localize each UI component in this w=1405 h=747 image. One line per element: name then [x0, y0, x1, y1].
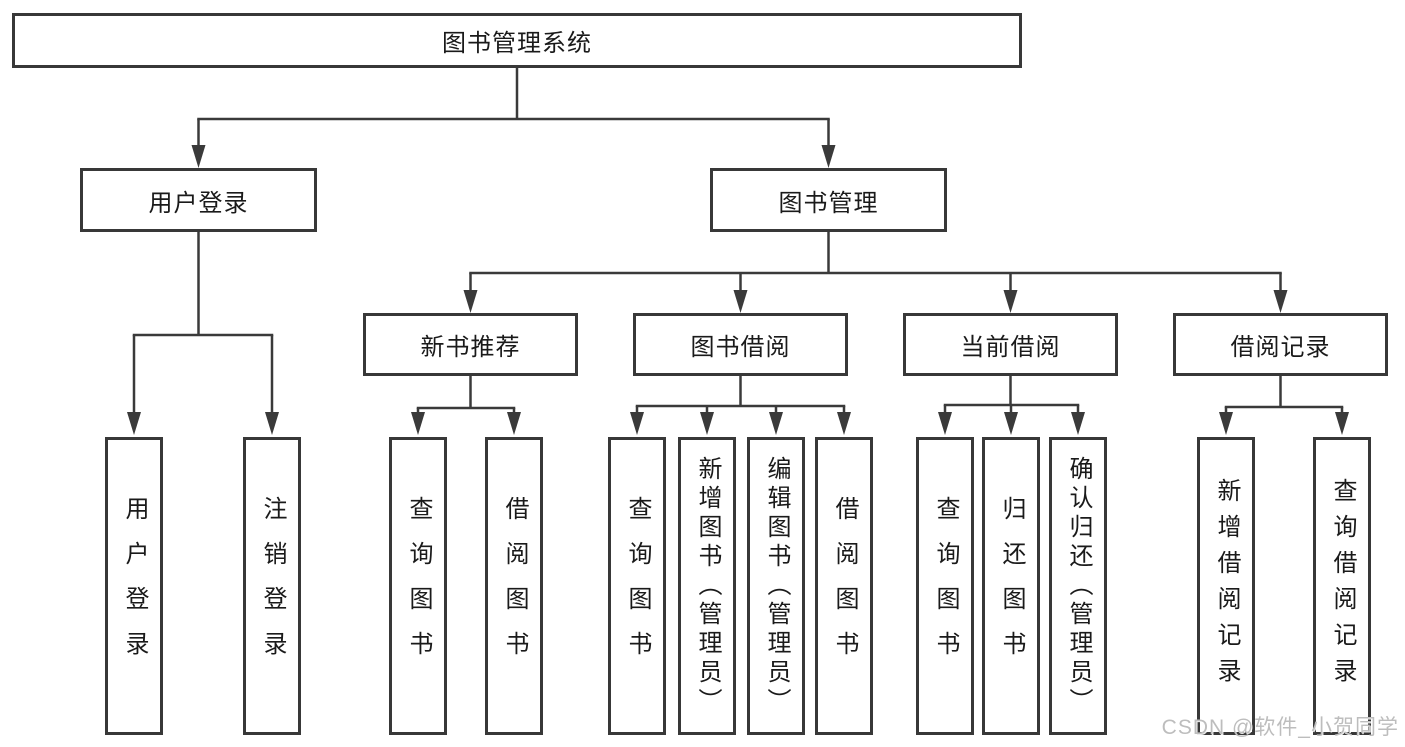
leaf-label: 查询图书 — [624, 496, 651, 676]
arrowhead-icon — [411, 412, 425, 435]
leaf-label: 新增借阅记录 — [1213, 478, 1240, 694]
arrowhead-icon — [733, 290, 748, 313]
leaf-label: 用户登录 — [121, 496, 148, 676]
arrowhead-icon — [1004, 412, 1018, 435]
arrowhead-icon — [700, 412, 714, 435]
leaf-user-login: 用户登录 — [105, 437, 163, 735]
leaf-label: 查询借阅记录 — [1329, 478, 1356, 694]
arrowhead-icon — [938, 412, 952, 435]
leaf-query-books-recommend: 查询图书 — [389, 437, 447, 735]
node-book-management: 图书管理 — [710, 168, 947, 232]
arrowhead-icon — [1219, 412, 1233, 435]
node-book-borrow: 图书借阅 — [633, 313, 848, 376]
leaf-label: 查询图书 — [405, 496, 432, 676]
node-label: 图书管理 — [778, 189, 879, 217]
node-label: 用户登录 — [148, 189, 249, 217]
arrowhead-icon — [1273, 290, 1288, 313]
node-label: 新书推荐 — [420, 334, 521, 361]
leaf-edit-books-admin: 编辑图书（管理员） — [747, 437, 805, 735]
node-label: 图书管理系统 — [442, 30, 592, 57]
arrowhead-icon — [265, 412, 279, 435]
leaf-borrow-books: 借阅图书 — [815, 437, 873, 735]
node-current-borrow: 当前借阅 — [903, 313, 1118, 376]
leaf-add-borrow-record: 新增借阅记录 — [1197, 437, 1255, 735]
node-root-system: 图书管理系统 — [12, 13, 1022, 68]
leaf-label: 确认归还（管理员） — [1065, 455, 1092, 717]
leaf-logout: 注销登录 — [243, 437, 301, 735]
leaf-borrow-books-recommend: 借阅图书 — [485, 437, 543, 735]
leaf-query-borrow-record: 查询借阅记录 — [1313, 437, 1371, 735]
leaf-label: 注销登录 — [259, 496, 286, 676]
node-label: 图书借阅 — [690, 334, 791, 361]
arrowhead-icon — [769, 412, 783, 435]
node-borrow-records: 借阅记录 — [1173, 313, 1388, 376]
arrowhead-icon — [630, 412, 644, 435]
leaf-confirm-return-admin: 确认归还（管理员） — [1049, 437, 1107, 735]
csdn-watermark: CSDN @软件_小贺同学 — [1161, 716, 1399, 739]
arrowhead-icon — [463, 290, 478, 313]
leaf-label: 编辑图书（管理员） — [763, 455, 790, 717]
leaf-query-books-borrow: 查询图书 — [608, 437, 666, 735]
node-label: 借阅记录 — [1230, 334, 1331, 361]
arrowhead-icon — [1071, 412, 1085, 435]
arrowhead-icon — [127, 412, 141, 435]
arrowhead-icon — [507, 412, 521, 435]
node-label: 当前借阅 — [960, 334, 1061, 361]
leaf-return-books: 归还图书 — [982, 437, 1040, 735]
arrowheads — [127, 145, 1349, 435]
leaf-label: 新增图书（管理员） — [694, 455, 721, 717]
leaf-label: 借阅图书 — [831, 496, 858, 676]
leaf-add-books-admin: 新增图书（管理员） — [678, 437, 736, 735]
arrowhead-icon — [821, 145, 836, 168]
leaf-query-books-current: 查询图书 — [916, 437, 974, 735]
node-user-login: 用户登录 — [80, 168, 317, 232]
leaf-label: 查询图书 — [932, 496, 959, 676]
leaf-label: 借阅图书 — [501, 496, 528, 676]
arrowhead-icon — [837, 412, 851, 435]
node-new-book-recommend: 新书推荐 — [363, 313, 578, 376]
leaf-label: 归还图书 — [998, 496, 1025, 676]
arrowhead-icon — [191, 145, 206, 168]
arrowhead-icon — [1003, 290, 1018, 313]
arrowhead-icon — [1335, 412, 1349, 435]
